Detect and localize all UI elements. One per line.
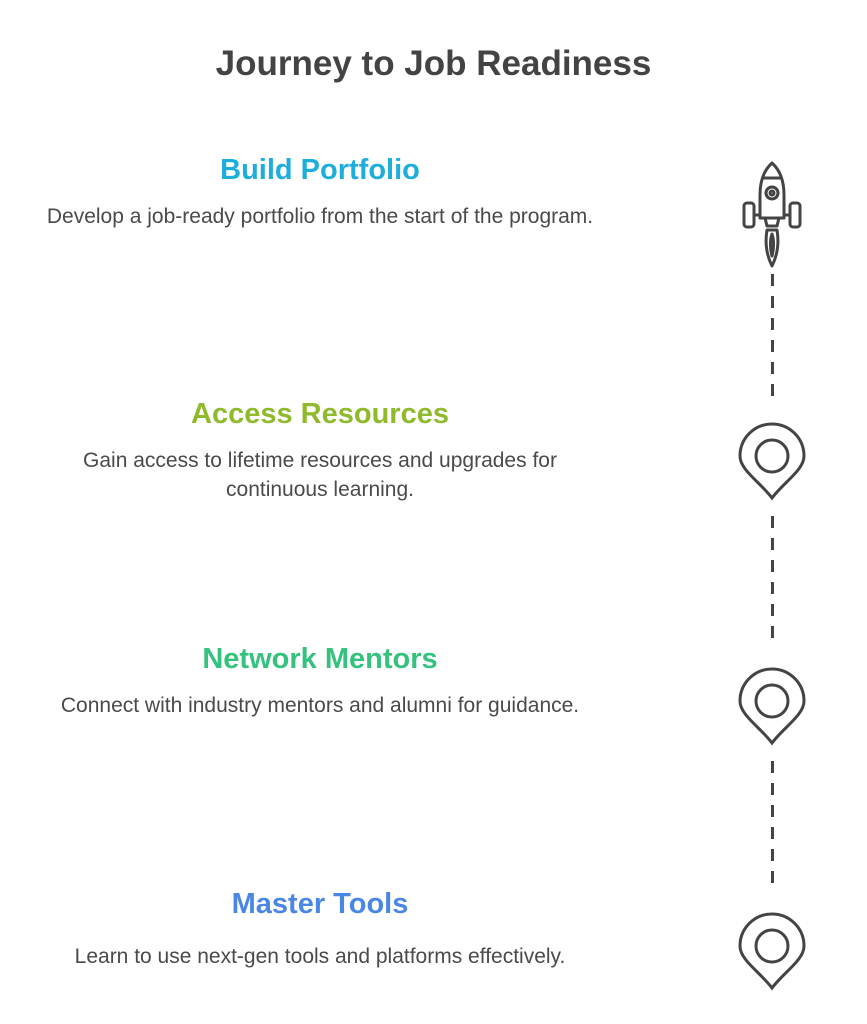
map-pin-icon [738,667,806,746]
connector-line [771,516,774,640]
rocket-icon [742,161,802,268]
step-access-resources: Access Resources Gain access to lifetime… [20,396,620,504]
step-heading: Network Mentors [202,643,438,675]
step-network-mentors: Network Mentors Connect with industry me… [20,641,620,720]
map-pin-icon [738,422,806,501]
step-description: Develop a job-ready portfolio from the s… [46,205,594,228]
connector-line [771,761,774,885]
connector-line [771,274,774,396]
step-build-portfolio: Build Portfolio Develop a job-ready port… [20,152,620,231]
step-description: Learn to use next-gen tools and platform… [74,945,566,968]
step-master-tools: Master Tools Learn to use next-gen tools… [20,886,620,971]
step-heading: Build Portfolio [220,154,420,186]
step-description: Gain access to lifetime resources and up… [83,449,557,501]
step-description: Connect with industry mentors and alumni… [60,694,580,717]
page-title: Journey to Job Readiness [215,44,652,83]
map-pin-icon [738,912,806,991]
step-heading: Master Tools [231,888,409,920]
step-heading: Access Resources [191,398,449,430]
